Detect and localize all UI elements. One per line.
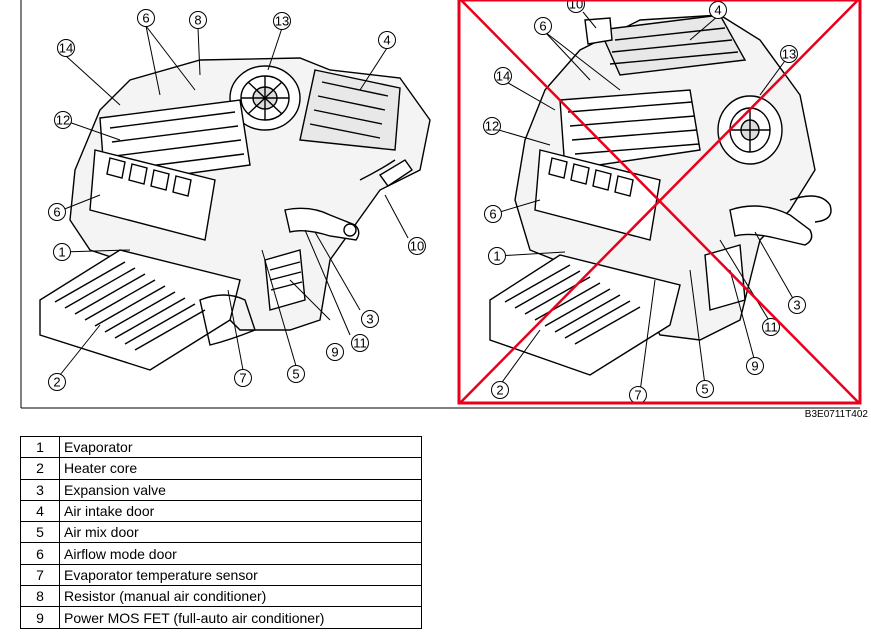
- legend-number: 1: [20, 435, 60, 459]
- legend-label: Heater core: [59, 457, 422, 480]
- legend-number: 9: [20, 606, 60, 629]
- left-hvac-illustration: [39, 57, 431, 371]
- right-leader-lines: [491, 11, 796, 393]
- left-callout-7: 7: [234, 369, 252, 387]
- svg-text:6: 6: [489, 207, 496, 222]
- svg-text:6: 6: [539, 19, 546, 34]
- svg-text:3: 3: [793, 298, 800, 313]
- svg-text:2: 2: [496, 383, 503, 398]
- left-callout-12: 12: [54, 111, 72, 129]
- right-callout-9: 9: [746, 357, 764, 375]
- svg-text:1: 1: [58, 245, 65, 260]
- legend-number: 7: [20, 563, 60, 587]
- legend-label: Power MOS FET (full-auto air conditioner…: [59, 606, 422, 629]
- right-callout-6b: 6: [484, 205, 502, 223]
- left-leader-lines: [56, 25, 409, 376]
- svg-text:14: 14: [496, 69, 510, 84]
- svg-text:12: 12: [485, 119, 499, 134]
- cross-out-box: [457, 0, 862, 405]
- right-callout-3: 3: [788, 296, 806, 314]
- legend-number: 2: [20, 457, 60, 480]
- legend-number: 5: [20, 521, 60, 544]
- cross-out-mark: [457, 0, 862, 405]
- right-callout-14: 14: [494, 67, 512, 85]
- svg-text:6: 6: [53, 205, 60, 220]
- right-callouts: 10 4 6 13 14 12 6 1 3 11 9 5 7 2: [483, 0, 806, 404]
- left-callout-10: 10: [408, 237, 426, 255]
- left-callout-6b: 6: [48, 203, 66, 221]
- left-callout-1: 1: [53, 243, 71, 261]
- legend-label: Air mix door: [59, 521, 422, 544]
- left-callout-4: 4: [378, 31, 396, 49]
- legend-label: Resistor (manual air conditioner): [59, 585, 422, 608]
- left-callout-13: 13: [273, 12, 291, 30]
- svg-text:3: 3: [366, 312, 373, 327]
- right-callout-7: 7: [629, 386, 647, 404]
- legend-number: 6: [20, 542, 60, 565]
- left-callout-2: 2: [48, 373, 66, 391]
- svg-text:10: 10: [569, 0, 583, 12]
- legend-label: Air intake door: [59, 499, 422, 523]
- right-callout-10: 10: [567, 0, 585, 13]
- left-callouts: 6 8 13 14 4 12 6 1 10 3 9 11 5 7 2: [48, 9, 426, 391]
- left-callout-3: 3: [361, 310, 379, 328]
- right-callout-4: 4: [709, 1, 727, 19]
- svg-text:11: 11: [764, 320, 778, 335]
- right-hvac-illustration: [489, 14, 832, 376]
- right-callout-2: 2: [491, 381, 509, 399]
- left-callout-6a: 6: [137, 9, 155, 27]
- legend-label: Evaporator temperature sensor: [59, 563, 422, 587]
- right-callout-5: 5: [696, 380, 714, 398]
- svg-text:9: 9: [751, 359, 758, 374]
- right-callout-13: 13: [780, 45, 798, 63]
- svg-text:7: 7: [634, 388, 641, 403]
- svg-text:5: 5: [701, 382, 708, 397]
- svg-text:11: 11: [353, 336, 367, 351]
- left-callout-11: 11: [351, 334, 369, 352]
- svg-text:10: 10: [410, 239, 424, 254]
- figure-code: B3E0711T402: [804, 409, 868, 420]
- svg-text:5: 5: [292, 367, 299, 382]
- right-callout-11: 11: [762, 318, 780, 336]
- legend-label: Airflow mode door: [59, 542, 422, 565]
- svg-text:7: 7: [239, 371, 246, 386]
- hvac-unit-figure: 6 8 13 14 4 12 6 1 10 3 9 11 5 7 2: [20, 0, 862, 409]
- svg-text:13: 13: [275, 14, 289, 29]
- svg-text:2: 2: [53, 375, 60, 390]
- svg-text:1: 1: [493, 249, 500, 264]
- legend-label: Expansion valve: [59, 478, 422, 501]
- right-callout-12: 12: [483, 117, 501, 135]
- left-callout-8: 8: [189, 11, 207, 29]
- svg-text:6: 6: [142, 11, 149, 26]
- svg-text:13: 13: [782, 47, 796, 62]
- svg-text:12: 12: [56, 113, 70, 128]
- left-callout-14: 14: [57, 39, 75, 57]
- svg-text:14: 14: [59, 41, 73, 56]
- cross-out-diagonal-2: [460, 0, 859, 403]
- svg-text:4: 4: [383, 33, 390, 48]
- legend-number: 3: [20, 478, 60, 501]
- legend-number: 8: [20, 585, 60, 608]
- left-callout-9: 9: [326, 343, 344, 361]
- svg-text:4: 4: [714, 3, 721, 18]
- svg-text:8: 8: [194, 13, 201, 28]
- legend-label: Evaporator: [59, 435, 422, 459]
- right-callout-6a: 6: [534, 17, 552, 35]
- left-callout-5: 5: [287, 365, 305, 383]
- legend-number: 4: [20, 499, 60, 523]
- right-callout-1: 1: [488, 247, 506, 265]
- svg-text:9: 9: [331, 345, 338, 360]
